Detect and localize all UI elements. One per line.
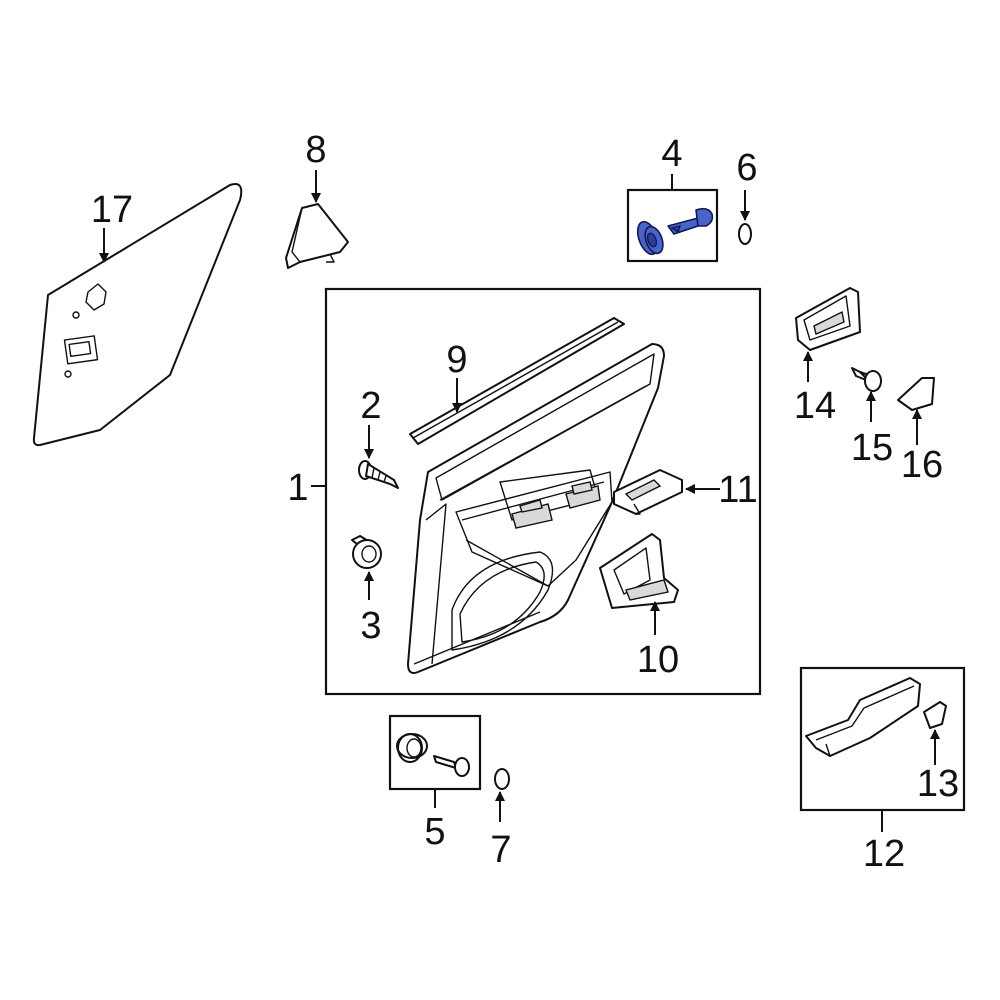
- part-9-weatherstrip: [409, 317, 625, 445]
- part-1-box: [324, 287, 762, 696]
- callout-8[interactable]: 8: [305, 129, 326, 171]
- callout-9[interactable]: 9: [446, 339, 467, 381]
- part-6-oring: [738, 223, 752, 245]
- callout-5[interactable]: 5: [424, 811, 445, 853]
- callout-2[interactable]: 2: [360, 385, 381, 427]
- callout-13[interactable]: 13: [917, 763, 959, 805]
- part-2-screw: [358, 460, 399, 489]
- callout-7[interactable]: 7: [490, 829, 511, 871]
- part-14-inside-handle: [795, 287, 861, 351]
- part-13-clip: [923, 701, 947, 729]
- callout-1[interactable]: 1: [287, 467, 308, 509]
- callout-14[interactable]: 14: [794, 385, 836, 427]
- part-17-insulator: [32, 183, 243, 447]
- part-5-clip: [396, 733, 470, 777]
- part-8-corner-trim: [285, 203, 349, 269]
- part-16-cap: [897, 377, 935, 411]
- callout-16[interactable]: 16: [901, 444, 943, 486]
- part-4-clip-highlighted[interactable]: [634, 207, 714, 257]
- part-12-armrest: [805, 677, 921, 757]
- callout-4[interactable]: 4: [661, 133, 682, 175]
- part-1-door-trim-panel: [407, 343, 665, 674]
- part-15-screw: [851, 367, 882, 392]
- part-11-switch-bezel: [613, 469, 683, 515]
- part-7-oring: [494, 768, 510, 790]
- part-10-handle-bezel: [599, 533, 679, 609]
- callout-12[interactable]: 12: [863, 833, 905, 875]
- callout-11[interactable]: 11: [718, 469, 757, 511]
- callout-3[interactable]: 3: [360, 605, 381, 647]
- part-4-box: [626, 188, 719, 263]
- part-3-cap: [351, 535, 382, 569]
- callout-10[interactable]: 10: [637, 639, 679, 681]
- callout-17[interactable]: 17: [91, 189, 133, 231]
- callout-6[interactable]: 6: [736, 147, 757, 189]
- callout-15[interactable]: 15: [851, 427, 893, 469]
